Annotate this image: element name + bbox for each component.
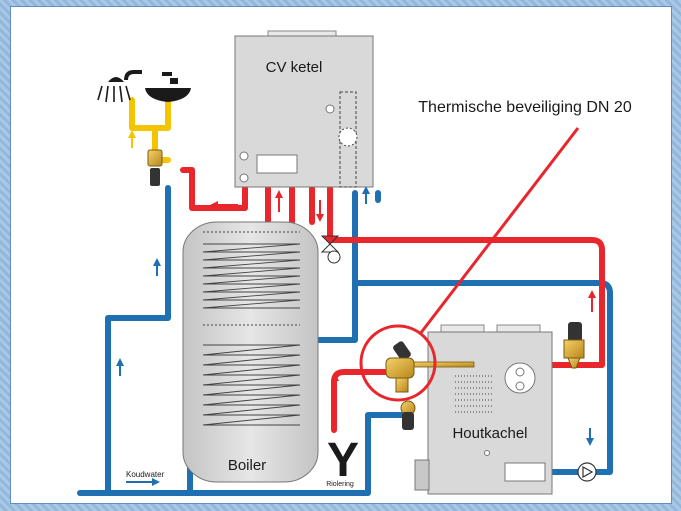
stove-hot-loop-pipe — [327, 237, 605, 368]
cv-ketel-label: CV ketel — [266, 59, 323, 76]
hot-water-pipes — [180, 167, 605, 433]
houtkachel: Houtkachel — [414, 324, 553, 495]
flow-arrow-icon — [116, 186, 594, 486]
cv-ketel: CV ketel — [234, 30, 374, 188]
gear-icon — [338, 127, 358, 147]
drain-symbol: Y — [327, 434, 359, 487]
koudwater-label: Koudwater — [126, 470, 165, 479]
boiler-return-pipe — [315, 197, 358, 343]
sink-feed-pipe — [152, 97, 171, 131]
sink-icon — [145, 72, 191, 102]
cv-valve — [320, 235, 341, 264]
houtkachel-label: Houtkachel — [452, 425, 527, 442]
drain-pipe — [331, 369, 395, 433]
highlight-circle — [359, 324, 437, 402]
boiler-tank: Boiler — [182, 221, 319, 483]
flow-arrow-icon — [210, 190, 596, 391]
boiler-label: Boiler — [228, 457, 266, 474]
stove-display — [504, 462, 546, 482]
cv-display — [256, 154, 298, 174]
shower-icon — [97, 70, 142, 103]
boiler-upper-coil — [202, 243, 301, 309]
riolering-label: Riolering — [326, 481, 354, 488]
safety-valve-icon — [563, 322, 585, 369]
shower-feed-pipe — [129, 97, 158, 163]
stove-vent — [455, 375, 492, 413]
thermal-valve — [359, 127, 580, 430]
pump-icon — [577, 462, 597, 482]
thermische-label: Thermische beveiliging DN 20 — [418, 99, 632, 116]
riolering: Y Riolering — [326, 434, 359, 488]
pump-icon — [327, 250, 341, 264]
flow-arrow-icon — [128, 130, 136, 148]
valve-icon — [147, 149, 163, 186]
boiler-hot-to-tap-pipe — [180, 167, 248, 211]
cold-water-pipes — [77, 185, 613, 496]
boiler-lower-coil — [202, 344, 301, 426]
cold-riser-pipe — [105, 185, 171, 496]
callout-line — [418, 127, 580, 335]
flow-arrows — [116, 130, 596, 486]
